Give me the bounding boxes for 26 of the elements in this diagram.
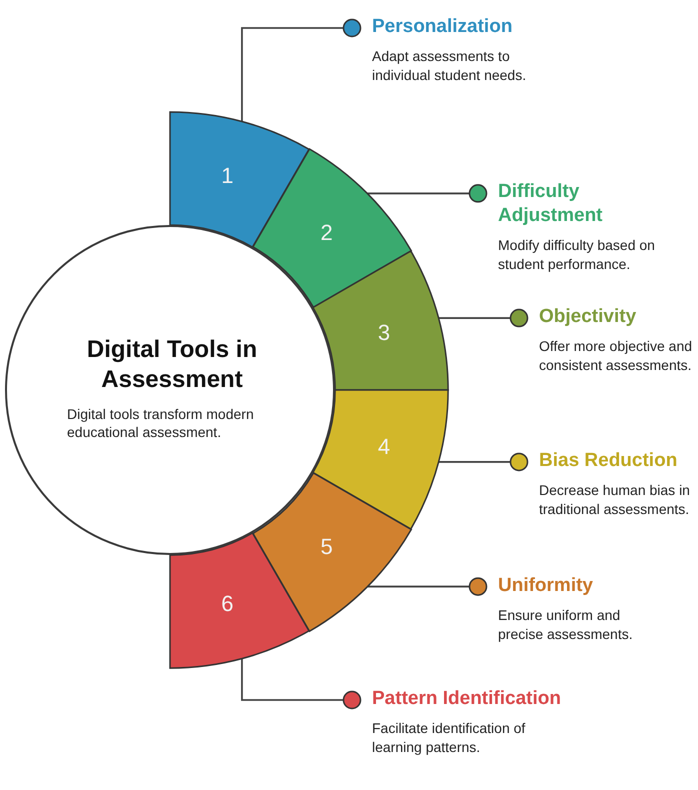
leader-line [241,658,362,710]
leader-line [438,452,528,472]
description-text: Facilitate identification of learning patterns. [372,719,526,757]
segment-number: 5 [319,534,334,560]
heading: Uniformity [498,574,594,598]
heading: Personalization [372,15,514,39]
description-text: Offer more objective and consistent assessments. [539,337,694,376]
heading: Objectivity [539,305,638,330]
segment-number: 1 [220,163,234,190]
description-text: Decrease human bias in traditional assessments. [539,480,691,519]
heading: Bias Reduction [539,448,678,473]
heading: Pattern Identification [372,687,562,711]
description-text: Adapt assessments to individual student needs. [372,47,528,85]
title-text: Digital Tools in Assessment [86,335,258,395]
leader-line [366,184,488,203]
segment-number: 6 [220,590,234,617]
description-text: Digital tools transform modern educational assessment. [67,405,255,441]
leader-line [438,308,528,328]
description-text: Modify difficulty based on student performance. [498,236,656,274]
description-text: Ensure uniform and precise assessments. [498,606,634,644]
segment-number: 4 [376,434,392,460]
segment-number: 2 [319,220,334,246]
leader-line [366,577,488,596]
heading: Difficulty Adjustment [498,180,604,228]
segment-number: 3 [376,320,392,346]
leader-line [241,18,362,122]
